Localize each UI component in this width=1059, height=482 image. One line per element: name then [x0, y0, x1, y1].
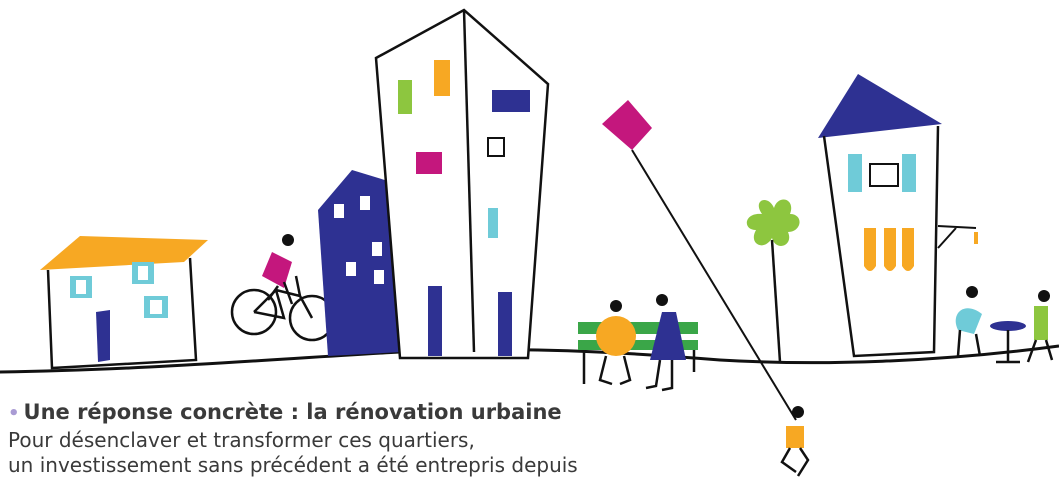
caption-line-2: un investissement sans précédent a été e…	[8, 453, 578, 477]
cyclist	[230, 234, 336, 342]
bullet-icon: •	[8, 403, 20, 424]
small-house	[40, 236, 208, 370]
ground-line	[0, 344, 1059, 374]
kite-child	[780, 406, 810, 477]
caption-heading: •Une réponse concrète : la rénovation ur…	[8, 398, 768, 428]
caption-line-1: Pour désenclaver et transformer ces quar…	[8, 428, 475, 452]
navy-building	[318, 170, 402, 356]
bench-icon	[578, 294, 698, 392]
right-tower	[818, 74, 978, 358]
kite-icon	[602, 100, 797, 421]
tall-tower	[374, 8, 550, 360]
bicycle-icon	[230, 275, 336, 342]
tree-icon	[746, 199, 800, 363]
caption-heading-text: Une réponse concrète : la rénovation urb…	[23, 400, 562, 424]
cafe-table-icon	[955, 286, 1054, 364]
caption-block: •Une réponse concrète : la rénovation ur…	[8, 398, 768, 478]
